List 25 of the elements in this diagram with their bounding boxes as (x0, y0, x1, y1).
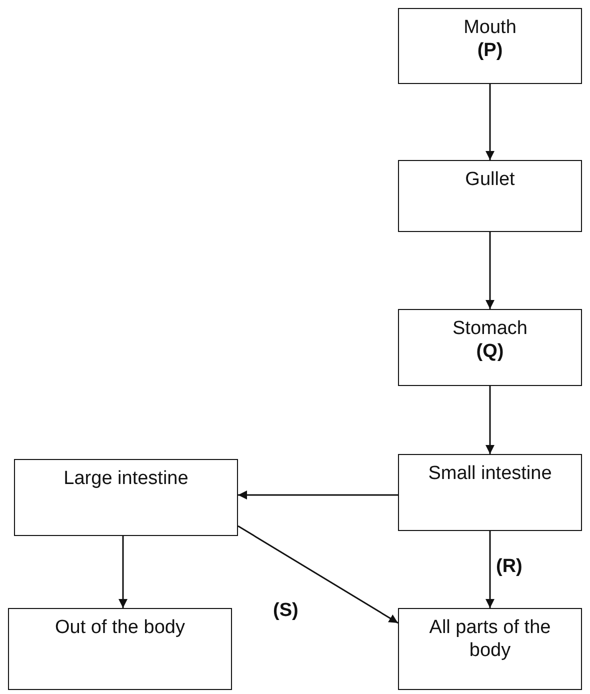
process-box (398, 160, 582, 232)
arrow (238, 490, 398, 500)
process-box (398, 309, 582, 386)
arrow (238, 525, 398, 624)
box-text: Gullet (464, 169, 516, 192)
process-box (398, 454, 582, 531)
arrow (118, 536, 128, 608)
box-text: (Q) (475, 340, 505, 364)
box-text: Mouth (462, 17, 518, 40)
box-text: All parts of the body (428, 617, 552, 663)
box-text: Stomach (452, 318, 528, 341)
arrow (486, 531, 494, 608)
box-text: Large intestine (62, 468, 190, 491)
arrow (486, 84, 494, 160)
edge-label: (S) (272, 600, 300, 622)
arrow (486, 232, 494, 309)
process-box (398, 608, 582, 690)
box-text: Out of the body (54, 617, 186, 640)
box-text: (P) (476, 40, 504, 63)
process-box (8, 608, 232, 690)
edge-label: (R) (495, 556, 524, 578)
box-text: Small intestine (427, 463, 553, 486)
process-box (398, 8, 582, 84)
process-box (14, 459, 238, 536)
arrow (486, 386, 494, 454)
